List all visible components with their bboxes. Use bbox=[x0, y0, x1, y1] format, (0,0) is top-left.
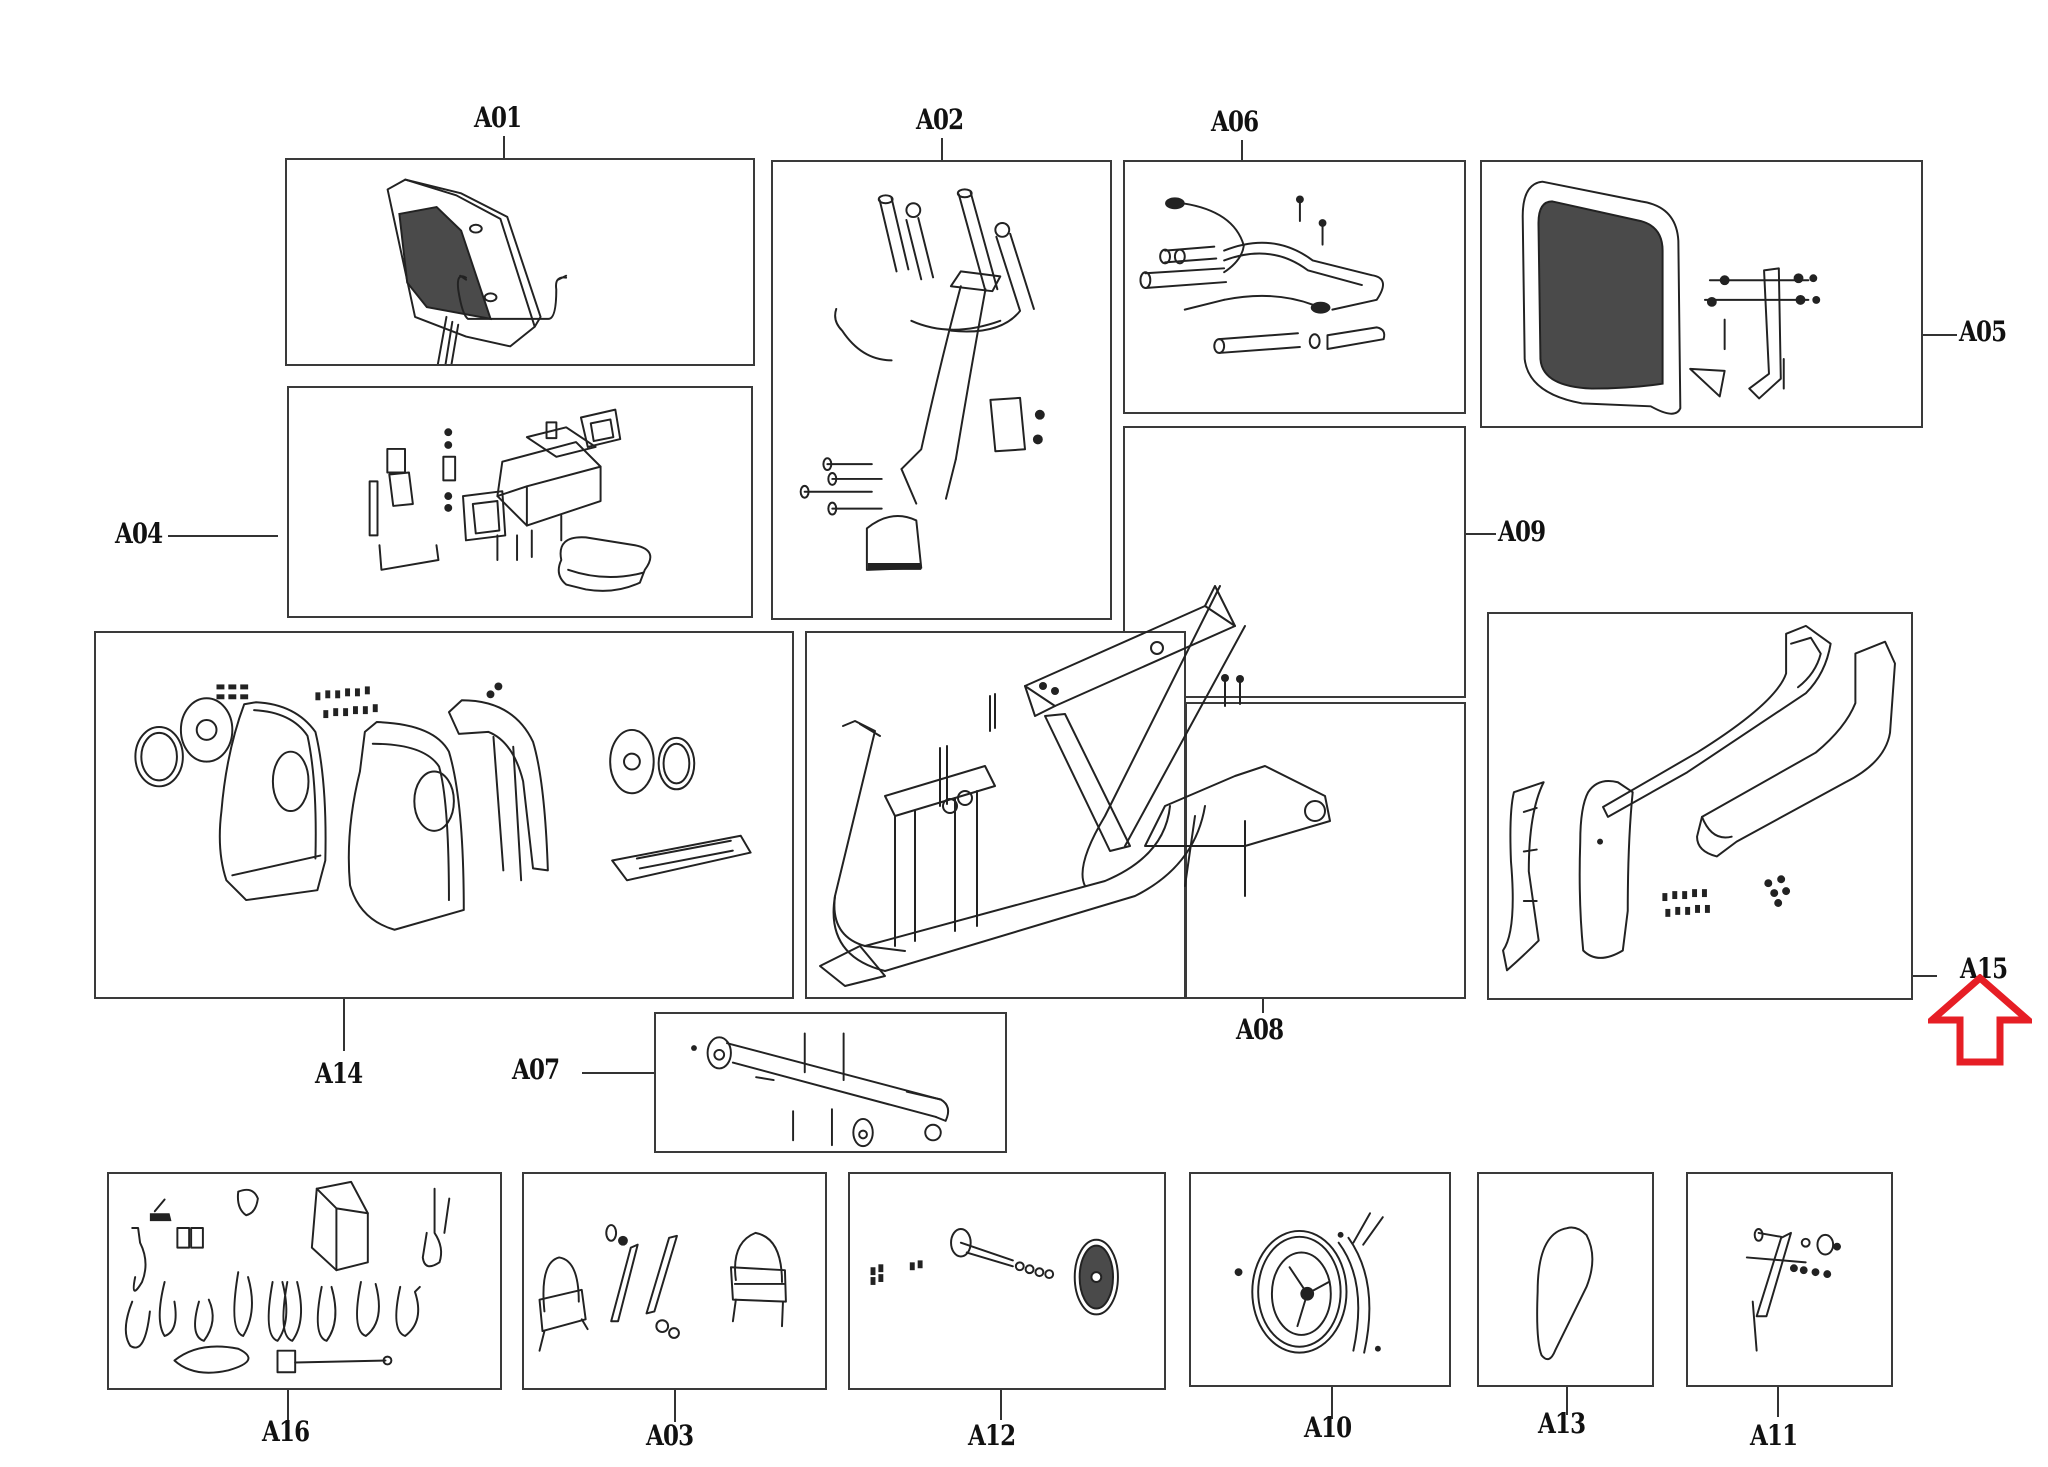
leader-a15 bbox=[1913, 975, 1937, 977]
leader-a10 bbox=[1331, 1387, 1333, 1419]
flywheel-illustration bbox=[1234, 1212, 1384, 1354]
leader-a06 bbox=[1241, 140, 1243, 160]
leader-a12 bbox=[1000, 1390, 1002, 1420]
leader-a09 bbox=[1466, 533, 1496, 535]
part-label-a09: A09 bbox=[1498, 515, 1546, 548]
leader-a14 bbox=[343, 999, 345, 1051]
leader-a03 bbox=[674, 1390, 676, 1422]
part-panel-a10[interactable] bbox=[1189, 1172, 1451, 1387]
part-panel-a11[interactable] bbox=[1686, 1172, 1893, 1387]
part-label-a07: A07 bbox=[512, 1053, 560, 1086]
handlebar-post-illustration bbox=[799, 188, 1045, 571]
part-label-a14: A14 bbox=[315, 1057, 363, 1090]
part-label-a01: A01 bbox=[474, 101, 522, 134]
part-panel-a15[interactable] bbox=[1487, 612, 1913, 1000]
leader-a05 bbox=[1923, 334, 1957, 336]
leader-a02 bbox=[941, 138, 943, 160]
part-panel-a12[interactable] bbox=[848, 1172, 1166, 1390]
part-label-a08: A08 bbox=[1236, 1013, 1284, 1046]
seat-rail-covers-illustration bbox=[1502, 624, 1896, 972]
front-stabilizer-illustration bbox=[691, 1032, 950, 1148]
part-panel-a14[interactable] bbox=[94, 631, 794, 999]
drive-belt-illustration bbox=[1536, 1226, 1594, 1361]
leader-a07 bbox=[582, 1072, 654, 1074]
leader-a11 bbox=[1777, 1387, 1779, 1417]
electronics-illustration bbox=[124, 1180, 451, 1374]
part-label-a13: A13 bbox=[1538, 1407, 1586, 1440]
part-label-a11: A11 bbox=[1750, 1419, 1798, 1452]
part-label-a06: A06 bbox=[1211, 105, 1259, 138]
part-panel-a02[interactable] bbox=[771, 160, 1112, 620]
part-panel-a08[interactable] bbox=[1185, 702, 1466, 999]
pedals-illustration bbox=[538, 1224, 787, 1352]
part-label-a16: A16 bbox=[262, 1415, 310, 1448]
side-covers-illustration bbox=[134, 682, 752, 931]
idler-arm-illustration bbox=[1745, 1228, 1841, 1352]
part-label-a03: A03 bbox=[646, 1419, 694, 1452]
console-illustration bbox=[386, 178, 568, 364]
crank-axle-illustration bbox=[870, 1227, 1119, 1316]
part-label-a05: A05 bbox=[1959, 315, 2007, 348]
part-panel-a06[interactable] bbox=[1123, 160, 1466, 414]
frame-illustration bbox=[819, 585, 1331, 987]
highlight-up-arrow-icon bbox=[1928, 974, 2032, 1066]
part-label-a10: A10 bbox=[1304, 1411, 1352, 1444]
part-panel-a04[interactable] bbox=[287, 386, 753, 618]
backrest-illustration bbox=[1521, 180, 1821, 415]
leader-a16 bbox=[287, 1390, 289, 1422]
part-panel-a13[interactable] bbox=[1477, 1172, 1654, 1387]
part-panel-a01[interactable] bbox=[285, 158, 755, 366]
part-label-a04: A04 bbox=[115, 517, 163, 550]
front-handlebar-illustration bbox=[1139, 195, 1386, 354]
leader-a01 bbox=[503, 136, 505, 158]
leader-a04 bbox=[168, 535, 278, 537]
leader-a08 bbox=[1262, 999, 1264, 1013]
part-label-a02: A02 bbox=[916, 103, 964, 136]
seat-slider-illustration bbox=[368, 408, 652, 592]
part-label-a12: A12 bbox=[968, 1419, 1016, 1452]
part-panel-a07[interactable] bbox=[654, 1012, 1007, 1153]
leader-a13 bbox=[1566, 1387, 1568, 1415]
part-panel-a03[interactable] bbox=[522, 1172, 827, 1390]
part-panel-a16[interactable] bbox=[107, 1172, 502, 1390]
part-panel-a05[interactable] bbox=[1480, 160, 1923, 428]
